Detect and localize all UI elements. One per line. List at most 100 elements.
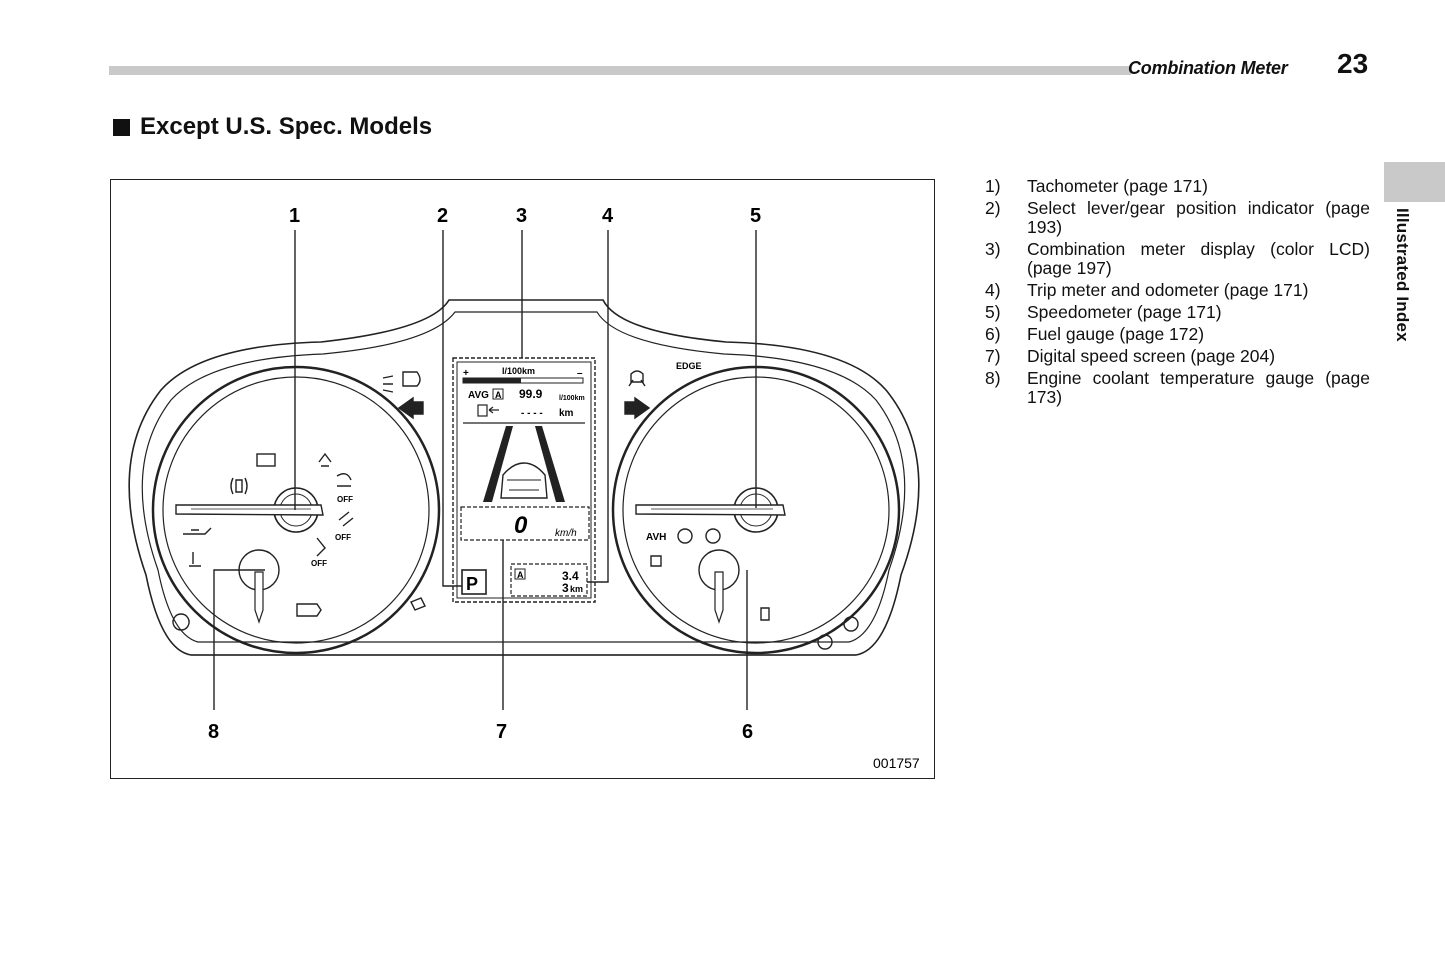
heading-bullet [113, 118, 130, 136]
fuel-unit-label: l/100km [502, 366, 535, 376]
legend-text: Tachometer (page 171) [1027, 176, 1208, 196]
legend-item: 6) Fuel gauge (page 172) [985, 325, 1370, 344]
legend-text: Digital speed screen (page 204) [1027, 346, 1276, 366]
legend-text: Engine coolant temperature gauge (page 1… [1027, 368, 1370, 407]
trip-odometer-box [510, 563, 588, 597]
legend-number: 5) [985, 302, 1001, 322]
digital-speed-screen [460, 506, 590, 541]
legend-number: 6) [985, 324, 1001, 344]
legend-text: Trip meter and odometer (page 171) [1027, 280, 1309, 300]
coolant-gauge-needle [254, 571, 264, 624]
legend-number: 4) [985, 280, 1001, 300]
meter-housing-outer [128, 299, 920, 656]
lane-left-line [483, 426, 513, 502]
legend-item: 4) Trip meter and odometer (page 171) [985, 281, 1370, 300]
abs-icon [843, 616, 859, 632]
callout-3: 3 [516, 205, 527, 227]
avg-unit: l/100km [559, 395, 585, 402]
legend-text: Speedometer (page 171) [1027, 302, 1222, 322]
tachometer-ring-inner [162, 376, 430, 644]
avg-value: 99.9 [519, 387, 543, 401]
callout-4: 4 [602, 205, 614, 227]
page-number: 23 [1337, 48, 1369, 79]
avg-label: AVG [468, 390, 489, 401]
tachometer-ring [151, 365, 441, 655]
lane-departure-off-label: OFF [311, 559, 327, 568]
lane-departure-off-icon [338, 511, 354, 527]
fuel-minus-label: – [577, 368, 583, 379]
legend-list: 1) Tachometer (page 171) 2) Select lever… [985, 177, 1370, 410]
edge-label: EDGE [676, 361, 702, 371]
lane-right-line [535, 426, 565, 502]
speedometer-needle [635, 504, 786, 516]
callout-8: 8 [208, 721, 219, 743]
meter-illustration: OFF OFF OFF AVH EDGE + l/100km – AVG A 9… [128, 205, 920, 771]
tachometer-needle [175, 504, 324, 516]
section-heading-text: Except U.S. Spec. Models [140, 113, 433, 140]
odo-value: 3 [562, 581, 569, 595]
legend-text: Select lever/gear position indicator (pa… [1027, 198, 1370, 237]
pre-collision-off-icon [316, 537, 326, 557]
left-turn-icon [397, 396, 424, 420]
legend-item: 7) Digital speed screen (page 204) [985, 347, 1370, 366]
vsc-off-label: OFF [337, 495, 353, 504]
callout-numbers: 1 2 3 4 5 6 7 8 [208, 205, 761, 743]
parking-brake-icon [705, 528, 721, 544]
brake-warning-icon [410, 597, 426, 611]
speed-unit: km/h [555, 528, 577, 539]
avh-ring-icon [677, 528, 693, 544]
legend-item: 1) Tachometer (page 171) [985, 177, 1370, 196]
legend-number: 1) [985, 176, 1001, 196]
callout-line-2 [442, 230, 462, 587]
tire-pressure-icon [230, 477, 248, 495]
legend-number: 7) [985, 346, 1001, 366]
seatbelt-icon [318, 452, 332, 467]
headlight-icon [402, 371, 421, 387]
side-index-tab [1384, 162, 1445, 202]
speed-value: 0 [514, 512, 528, 539]
legend-item: 3) Combination meter display (color LCD)… [985, 240, 1370, 278]
coolant-temp-icon [189, 552, 201, 567]
legend-item: 8) Engine coolant temperature gauge (pag… [985, 369, 1370, 407]
right-turn-icon [624, 396, 651, 420]
pre-collision-off-label: OFF [335, 533, 351, 542]
center-display-frame [452, 357, 596, 603]
brake-hold-icon [817, 634, 833, 650]
front-fog-icon [382, 375, 394, 393]
legend-item: 5) Speedometer (page 171) [985, 303, 1370, 322]
legend-text: Fuel gauge (page 172) [1027, 324, 1205, 344]
callout-2: 2 [437, 205, 448, 227]
vsc-off-icon [336, 473, 352, 487]
legend-text: Combination meter display (color LCD) (p… [1027, 239, 1370, 278]
callout-lines [213, 230, 757, 710]
header-rule [109, 66, 1131, 75]
steering-warning-icon [172, 613, 190, 631]
callout-line-4 [587, 230, 609, 583]
trip-value: 3.4 [562, 569, 579, 583]
side-index-label: Illustrated Index [1393, 208, 1412, 342]
check-engine-icon [296, 603, 322, 617]
legend-number: 3) [985, 239, 1001, 259]
callout-5: 5 [750, 205, 761, 227]
slip-indicator-icon [628, 370, 646, 387]
avh-label: AVH [646, 532, 666, 543]
warning-lamp-icons-left [172, 371, 426, 631]
figure-id: 001757 [873, 755, 920, 771]
oil-pressure-icon [183, 527, 212, 535]
avg-a-badge: A [495, 390, 502, 400]
battery-icon [256, 453, 276, 467]
callout-6: 6 [742, 721, 753, 743]
fuel-plus-label: + [463, 368, 469, 379]
header-title: Combination Meter [1128, 58, 1288, 78]
fuel-gauge-needle [714, 571, 724, 624]
odo-unit: km [570, 584, 583, 594]
headlight-leveling-icon [650, 555, 662, 567]
gear-position-box [461, 569, 487, 595]
range-value: - - - - [521, 408, 543, 419]
legend-item: 2) Select lever/gear position indicator … [985, 199, 1370, 237]
section-heading: Except U.S. Spec. Models [113, 113, 432, 141]
meter-housing-inner [141, 311, 906, 643]
trip-a-badge: A [517, 570, 524, 580]
callout-7: 7 [496, 721, 507, 743]
callout-line-8 [213, 569, 265, 710]
